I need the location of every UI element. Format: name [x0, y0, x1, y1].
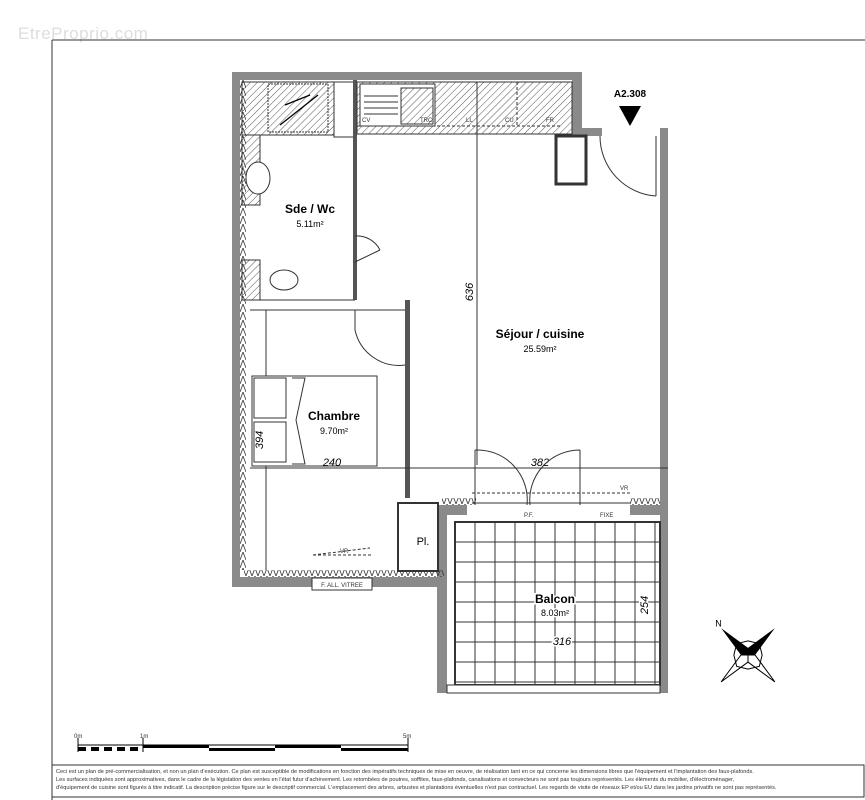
- dimension-sejour-width: 382: [531, 457, 549, 469]
- bathroom: Sde / Wc 5.11m²: [241, 80, 381, 301]
- room-area-sde-wc: 5.11m²: [296, 219, 323, 229]
- entrance-arrow-icon: [619, 106, 641, 126]
- kitchen-label-cv: CV: [362, 118, 370, 124]
- room-name-chambre: Chambre: [308, 409, 360, 423]
- watermark: EtreProprio.com: [18, 24, 149, 43]
- scale-label-0m: 0m: [74, 734, 82, 740]
- room-area-balcon: 8.03m²: [541, 608, 569, 618]
- unit-reference: A2.308: [614, 89, 647, 100]
- placard-label: Pl.: [417, 536, 430, 548]
- compass-north-label: N: [715, 618, 722, 628]
- balcony: Balcon 8.03m² 316 254: [446, 521, 661, 694]
- window-label-vr-top: VR: [620, 486, 629, 492]
- room-area-sejour: 25.59m²: [523, 344, 556, 354]
- kitchen-label-trc: TRC: [420, 118, 433, 124]
- disclaimer-line: Les surfaces indiquées sont approximativ…: [56, 777, 735, 783]
- dimension-chambre-depth: 394: [254, 431, 266, 449]
- room-name-sejour: Séjour / cuisine: [496, 327, 585, 341]
- window-label-pf: P.F.: [524, 513, 534, 519]
- scale-bar: 0m 1m 5m: [74, 734, 411, 752]
- scale-label-5m: 5m: [403, 734, 411, 740]
- dimension-balcon-width: 316: [553, 636, 572, 648]
- disclaimer: Ceci est un plan de pré-commercialisatio…: [56, 768, 856, 792]
- room-area-chambre: 9.70m²: [320, 426, 348, 436]
- dimension-chambre-width: 240: [322, 457, 342, 469]
- kitchen-label-cu: CU: [505, 118, 514, 124]
- kitchen-label-ll: LL: [466, 118, 473, 124]
- window-label-vr-bottom: VR: [340, 549, 349, 555]
- kitchen-label-fr: FR: [546, 118, 555, 124]
- sheet-frame: [51, 39, 865, 800]
- compass-rose-icon: N: [715, 618, 776, 683]
- dimension-balcon-depth: 254: [639, 596, 651, 615]
- entrance-door: A2.308: [554, 89, 657, 197]
- disclaimer-line: Ceci est un plan de pré-commercialisatio…: [56, 769, 754, 775]
- bedroom: Chambre 9.70m² 240 394 Pl. VR F. ALL. VI…: [250, 300, 668, 591]
- room-name-balcon: Balcon: [535, 592, 575, 606]
- disclaimer-line: d'équipement de cuisine sont figurés à t…: [56, 785, 777, 791]
- living-kitchen: Séjour / cuisine 25.59m² 636 382 VR P.F.…: [464, 282, 630, 519]
- dimension-sejour-depth: 636: [464, 282, 476, 301]
- room-name-sde-wc: Sde / Wc: [285, 202, 335, 216]
- window-label-sliding: F. ALL. VITREE: [321, 583, 363, 589]
- kitchen-counter: CV TRC LL CU FR: [356, 81, 573, 465]
- scale-label-1m: 1m: [140, 734, 148, 740]
- window-label-fixe: FIXE: [600, 513, 613, 519]
